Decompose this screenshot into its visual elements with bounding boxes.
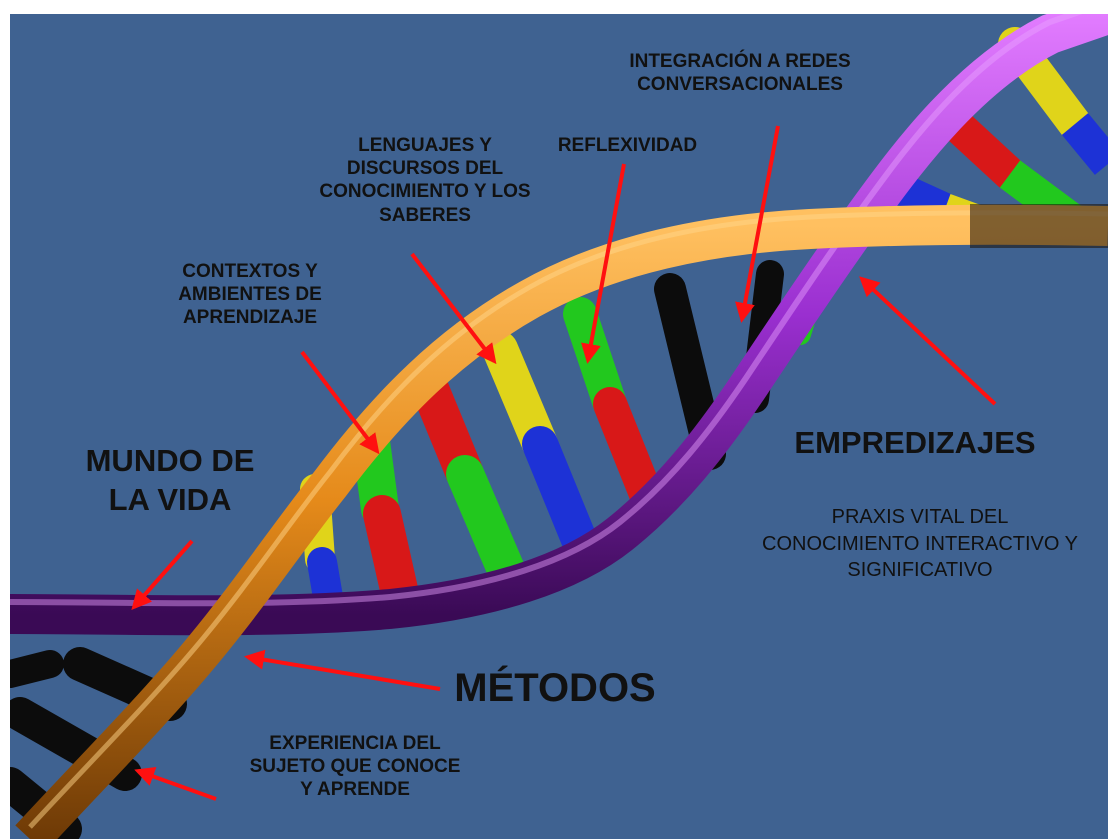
arrow-reflexividad [581,163,626,364]
label-empredizajes: EMPREDIZAJES [794,425,1036,460]
purple-strand [10,14,1108,636]
label-lenguajes: LENGUAJES Y DISCURSOS DEL CONOCIMIENTO Y… [319,135,531,226]
arrow-experiencia [134,766,217,801]
label-integracion: INTEGRACIÓN A REDES CONVERSACIONALES [629,51,851,96]
arrow-contextos [300,350,380,455]
dna-helix-illustration [10,14,1108,839]
label-experiencia: EXPERIENCIA DEL SUJETO QUE CONOCE Y APRE… [249,733,461,801]
arrow-lenguajes [410,252,497,365]
label-contextos: CONTEXTOS Y AMBIENTES DE APRENDIZAJE [178,261,322,329]
arrow-mundo [131,539,194,611]
rung [10,650,64,688]
arrow-integracion [735,125,780,323]
label-mundo-de-la-vida: MUNDO DE LA VIDA [85,443,255,517]
arrow-metodos [244,649,441,691]
rung [411,370,529,598]
orange-strand [15,204,1108,839]
annotation-arrows [131,125,997,801]
arrow-empredizajes [859,276,997,406]
label-metodos: MÉTODOS [454,666,656,710]
dna-diagram-panel: INTEGRACIÓN A REDES CONVERSACIONALES LEN… [10,14,1108,839]
rung [482,331,603,572]
label-praxis: PRAXIS VITAL DEL CONOCIMIENTO INTERACTIV… [762,506,1078,582]
label-reflexividad: REFLEXIVIDAD [557,135,698,156]
